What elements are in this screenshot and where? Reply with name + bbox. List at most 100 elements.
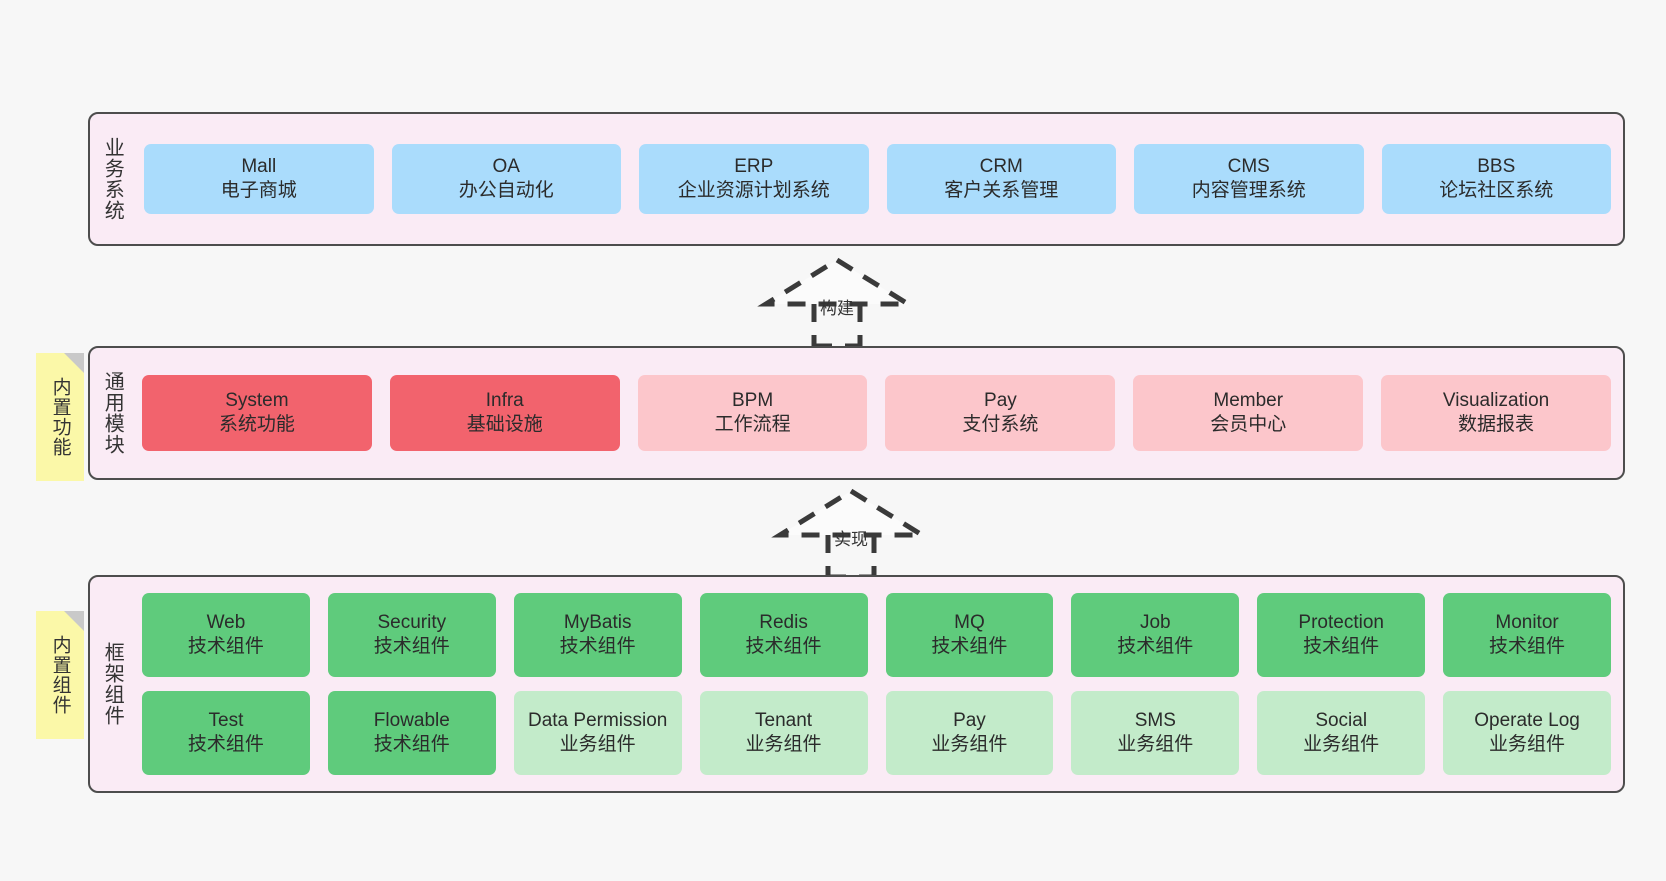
box-pay[interactable]: Pay 支付系统 [885,375,1116,451]
box-subtitle: 基础设施 [466,414,543,435]
box-title: Data Permission [527,709,668,731]
box-subtitle: 技术组件 [745,636,822,657]
note-fold-corner-icon [64,353,84,373]
box-oa[interactable]: OA 办公自动化 [391,144,621,214]
box-subtitle: 技术组件 [187,636,264,657]
arrow-label-implement: 实现 [834,530,868,549]
box-subtitle: 支付系统 [962,414,1039,435]
box-security[interactable]: Security 技术组件 [327,593,496,677]
box-subtitle: 业务组件 [1117,734,1194,755]
layer-label-common-module: 通用模块 [101,371,124,455]
box-subtitle: 论坛社区系统 [1439,180,1554,201]
layer-framework-component: 框架组件 Web 技术组件 Security 技术组件 MyBatis 技术组件… [88,575,1625,793]
box-title: Monitor [1495,611,1559,633]
box-visualization[interactable]: Visualization 数据报表 [1381,375,1611,451]
box-title: CMS [1227,155,1270,177]
box-subtitle: 技术组件 [373,734,450,755]
box-subtitle: 技术组件 [187,734,264,755]
box-subtitle: 工作流程 [714,414,791,435]
generalization-arrow-implement: 实现 [766,487,936,580]
box-mq[interactable]: MQ 技术组件 [885,593,1054,677]
box-subtitle: 技术组件 [559,636,636,657]
arrow-label-build: 构建 [820,299,854,318]
box-title: MQ [954,611,985,633]
layer-label-business-system: 业务系统 [101,137,124,221]
box-bbs[interactable]: BBS 论坛社区系统 [1381,144,1611,214]
box-title: Protection [1298,611,1384,633]
box-title: Pay [984,389,1017,411]
box-infra[interactable]: Infra 基础设施 [389,375,620,451]
note-label: 内置功能 [49,377,71,457]
box-bpm[interactable]: BPM 工作流程 [637,375,868,451]
box-subtitle: 电子商城 [220,180,297,201]
layer-label-framework-component: 框架组件 [101,642,124,726]
box-erp[interactable]: ERP 企业资源计划系统 [639,144,869,214]
box-title: Web [206,611,246,633]
box-social[interactable]: Social 业务组件 [1257,691,1426,775]
generalization-arrow-build: 构建 [752,256,922,349]
note-fold-corner-icon [64,611,84,631]
box-subtitle: 内容管理系统 [1191,180,1306,201]
box-job[interactable]: Job 技术组件 [1071,593,1240,677]
box-flowable[interactable]: Flowable 技术组件 [327,691,496,775]
layer-body-common-module: System 系统功能 Infra 基础设施 BPM 工作流程 Pay 支付系统… [134,348,1623,478]
box-subtitle: 技术组件 [373,636,450,657]
box-web[interactable]: Web 技术组件 [142,593,310,677]
box-title: Flowable [373,709,450,731]
box-mall[interactable]: Mall 电子商城 [144,144,374,214]
box-title: Member [1213,389,1284,411]
layer-body-framework-component: Web 技术组件 Security 技术组件 MyBatis 技术组件 Redi… [134,577,1623,791]
row: Test 技术组件 Flowable 技术组件 Data Permission … [142,691,1611,775]
box-subtitle: 技术组件 [1489,636,1566,657]
box-title: MyBatis [563,611,632,633]
box-test[interactable]: Test 技术组件 [142,691,310,775]
box-title: Job [1139,611,1171,633]
box-title: BPM [731,389,774,411]
box-monitor[interactable]: Monitor 技术组件 [1443,593,1611,677]
box-title: Security [377,611,447,633]
box-subtitle: 业务组件 [1303,734,1380,755]
box-subtitle: 客户关系管理 [944,180,1059,201]
box-title: System [225,389,289,411]
box-system[interactable]: System 系统功能 [142,375,372,451]
box-title: OA [492,155,520,177]
box-title: SMS [1134,709,1176,731]
box-title: ERP [734,155,774,177]
box-title: Mall [241,155,277,177]
box-tenant[interactable]: Tenant 业务组件 [699,691,868,775]
box-title: Tenant [755,709,813,731]
box-title: Operate Log [1474,709,1580,731]
box-title: Test [208,709,244,731]
box-title: Visualization [1442,389,1550,411]
box-sms[interactable]: SMS 业务组件 [1071,691,1240,775]
box-subtitle: 业务组件 [931,734,1008,755]
box-subtitle: 企业资源计划系统 [677,180,830,201]
layer-body-business-system: Mall 电子商城 OA 办公自动化 ERP 企业资源计划系统 CRM 客户关系… [134,114,1623,244]
row: Mall 电子商城 OA 办公自动化 ERP 企业资源计划系统 CRM 客户关系… [144,144,1611,214]
note-builtin-features: 内置功能 [36,353,84,481]
box-subtitle: 会员中心 [1210,414,1287,435]
box-cms[interactable]: CMS 内容管理系统 [1134,144,1364,214]
row: Web 技术组件 Security 技术组件 MyBatis 技术组件 Redi… [142,593,1611,677]
box-subtitle: 数据报表 [1458,414,1535,435]
box-mybatis[interactable]: MyBatis 技术组件 [513,593,682,677]
box-title: Redis [759,611,808,633]
box-title: CRM [979,155,1023,177]
box-redis[interactable]: Redis 技术组件 [699,593,868,677]
box-title: BBS [1477,155,1516,177]
box-subtitle: 系统功能 [218,414,295,435]
note-builtin-components: 内置组件 [36,611,84,739]
box-crm[interactable]: CRM 客户关系管理 [886,144,1116,214]
box-subtitle: 技术组件 [1303,636,1380,657]
box-subtitle: 业务组件 [1489,734,1566,755]
row: System 系统功能 Infra 基础设施 BPM 工作流程 Pay 支付系统… [142,375,1611,451]
layer-business-system: 业务系统 Mall 电子商城 OA 办公自动化 ERP 企业资源计划系统 CRM… [88,112,1625,246]
box-operate-log[interactable]: Operate Log 业务组件 [1443,691,1611,775]
box-pay-component[interactable]: Pay 业务组件 [885,691,1054,775]
box-data-permission[interactable]: Data Permission 业务组件 [513,691,682,775]
layer-common-module: 通用模块 System 系统功能 Infra 基础设施 BPM 工作流程 Pay… [88,346,1625,480]
box-protection[interactable]: Protection 技术组件 [1257,593,1426,677]
box-title: Pay [953,709,986,731]
box-subtitle: 业务组件 [745,734,822,755]
box-member[interactable]: Member 会员中心 [1133,375,1364,451]
